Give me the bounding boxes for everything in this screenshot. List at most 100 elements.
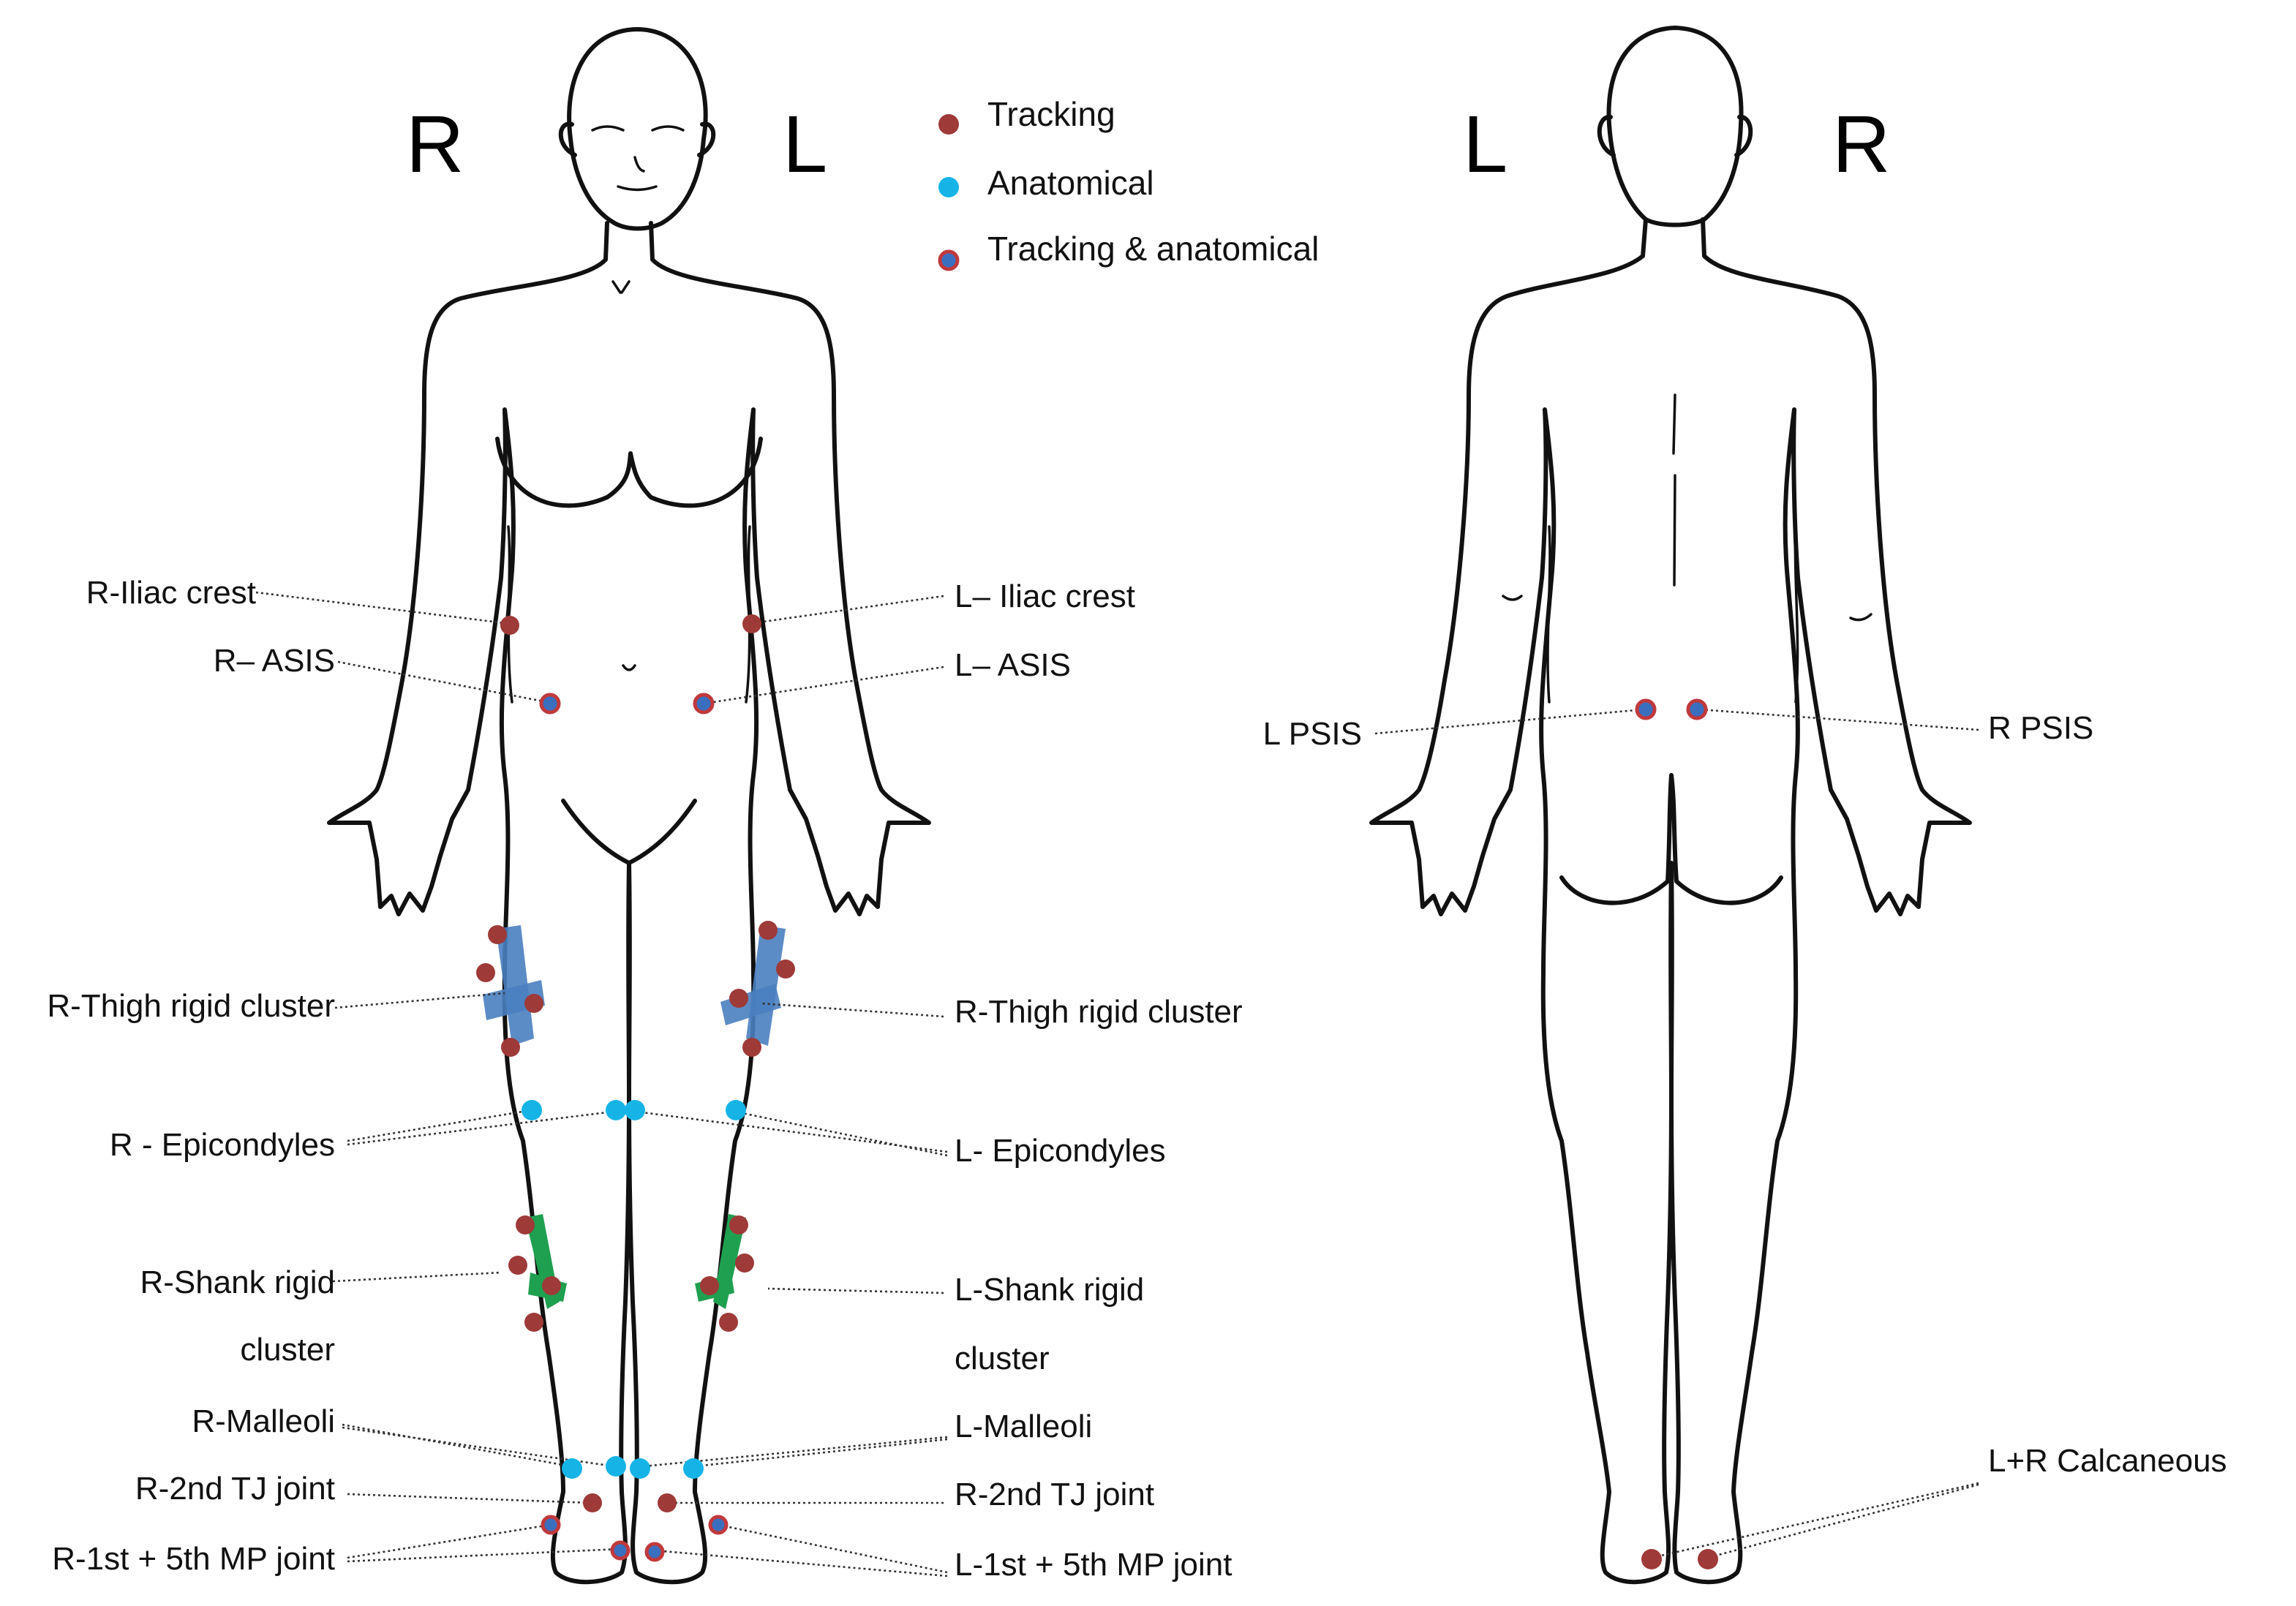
r-shank-marker-4	[524, 1313, 543, 1332]
l-shank-marker-1	[729, 1215, 748, 1234]
label-r-psis: R PSIS	[1988, 710, 2093, 746]
r-2nd-tj-marker	[583, 1493, 602, 1512]
l-1st-mp-marker	[644, 1542, 665, 1562]
l-asis-marker	[693, 693, 715, 715]
label-l-malleoli: L-Malleoli	[955, 1409, 1092, 1444]
label-l-mp-joint: L-1st + 5th MP joint	[955, 1547, 1232, 1583]
back-elbow-right	[1849, 613, 1872, 622]
l-shank-marker-2	[735, 1253, 754, 1273]
l-shank-marker-3	[700, 1276, 719, 1295]
r-thigh-cluster-bar	[483, 980, 545, 1020]
r-psis-marker	[1686, 698, 1708, 720]
l-psis-marker	[1635, 698, 1657, 720]
front-body-outline	[327, 221, 931, 1585]
r-shank-marker-3	[542, 1276, 561, 1295]
l-thigh-cluster-bar	[720, 984, 781, 1025]
label-r-asis: R– ASIS	[214, 643, 335, 679]
front-inner-arm-left	[745, 525, 751, 704]
legend-tracking-swatch	[938, 114, 959, 135]
r-shank-marker-1	[516, 1215, 535, 1234]
l-5th-mp-marker	[708, 1515, 729, 1535]
front-figure	[327, 27, 931, 1585]
back-elbow-left	[1502, 595, 1523, 601]
l-calcaneous-marker	[1641, 1549, 1662, 1569]
label-r-2nd-tj: R-2nd TJ joint	[135, 1471, 335, 1507]
l-2nd-tj-marker	[658, 1493, 677, 1512]
r-calcaneous-marker	[1698, 1549, 1718, 1569]
front-ear-left	[697, 121, 716, 157]
legend-both-swatch	[938, 249, 960, 271]
r-thigh-marker-2	[476, 963, 495, 982]
l-medial-malleolus-marker	[630, 1458, 650, 1479]
back-side-label-left: L	[1463, 99, 1508, 189]
label-l-iliac-crest: L– Iliac crest	[955, 578, 1135, 614]
r-lateral-epicondyle-marker	[522, 1100, 542, 1120]
label-r-mp-joint: R-1st + 5th MP joint	[52, 1541, 335, 1577]
label-calcaneous: L+R Calcaneous	[1988, 1443, 2227, 1479]
front-shank-clusters	[525, 1214, 746, 1309]
front-thigh-clusters	[483, 925, 786, 1046]
label-l-2nd-tj: R-2nd TJ joint	[955, 1477, 1154, 1512]
back-ear-left	[1597, 115, 1616, 157]
back-buttocks	[1559, 773, 1783, 905]
r-thigh-marker-4	[501, 1038, 520, 1057]
label-l-asis: L– ASIS	[955, 647, 1071, 683]
r-5th-mp-marker	[541, 1515, 561, 1535]
front-mouth	[617, 185, 658, 192]
l-shank-marker-4	[719, 1313, 738, 1332]
label-l-thigh-cluster: R-Thigh rigid cluster	[955, 994, 1243, 1030]
l-thigh-marker-1	[759, 921, 778, 940]
r-thigh-marker-3	[524, 994, 543, 1013]
legend: Tracking Anatomical Tracking & anatomica…	[938, 95, 1319, 271]
back-inner-arm-right	[1793, 525, 1799, 704]
front-groin	[561, 799, 697, 865]
front-navel	[622, 664, 636, 671]
label-r-thigh-cluster: R-Thigh rigid cluster	[47, 988, 335, 1024]
front-side-label-right: R	[406, 99, 464, 189]
l-thigh-marker-2	[776, 960, 795, 979]
front-head	[567, 27, 708, 231]
legend-tracking-label: Tracking	[987, 95, 1115, 133]
r-medial-epicondyle-marker	[606, 1100, 626, 1120]
front-eye-left	[651, 125, 685, 132]
r-medial-malleolus-marker	[606, 1456, 626, 1477]
legend-anatomical-swatch	[938, 177, 959, 197]
label-r-iliac-crest: R-Iliac crest	[86, 575, 256, 611]
r-iliac-crest-marker	[500, 616, 519, 635]
r-lateral-malleolus-marker	[562, 1458, 582, 1479]
back-inner-arm-left	[1546, 525, 1551, 704]
back-ear-right	[1734, 115, 1753, 157]
label-r-epicondyles: R - Epicondyles	[110, 1127, 335, 1163]
l-thigh-marker-3	[729, 989, 748, 1008]
legend-anatomical-label: Anatomical	[987, 164, 1154, 202]
front-inner-arm-right	[507, 525, 513, 704]
r-thigh-cluster-shape	[496, 925, 534, 1046]
label-l-shank-line2: cluster	[955, 1341, 1050, 1376]
label-l-shank-line1: L-Shank rigid	[955, 1272, 1144, 1308]
l-lateral-malleolus-marker	[683, 1458, 704, 1479]
front-side-label-left: L	[783, 99, 827, 189]
r-shank-marker-2	[508, 1256, 527, 1275]
label-r-malleoli: R-Malleoli	[192, 1403, 335, 1439]
label-r-shank-line1: R-Shank rigid	[140, 1264, 335, 1300]
label-r-shank-line2: cluster	[240, 1332, 335, 1368]
l-medial-epicondyle-marker	[625, 1100, 645, 1120]
back-figure	[1369, 26, 1972, 1585]
back-side-label-right: R	[1832, 99, 1890, 189]
r-1st-mp-marker	[610, 1540, 631, 1561]
front-breasts	[495, 437, 763, 508]
label-l-epicondyles: L- Epicondyles	[955, 1133, 1166, 1169]
front-ear-right	[558, 121, 577, 157]
back-spine	[1672, 393, 1676, 587]
front-nose	[633, 156, 645, 173]
annotation-labels: R-Iliac crest R– ASIS L– Iliac crest L– …	[47, 575, 2227, 1583]
front-neck-mark	[611, 280, 631, 294]
l-thigh-marker-4	[742, 1038, 761, 1057]
front-eye-right	[591, 125, 625, 132]
l-iliac-crest-marker	[742, 614, 761, 633]
back-body-outline	[1369, 217, 1972, 1585]
back-head	[1606, 26, 1744, 227]
l-lateral-epicondyle-marker	[726, 1100, 746, 1120]
r-thigh-marker-1	[488, 925, 507, 944]
